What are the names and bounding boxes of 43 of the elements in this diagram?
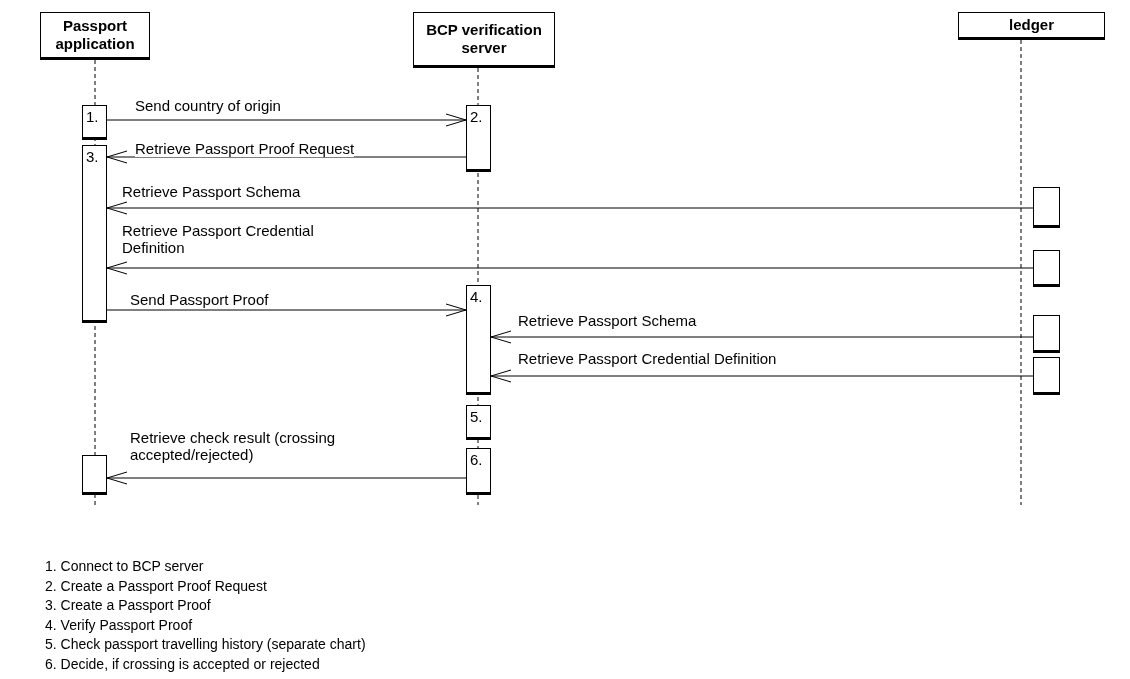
activation-box (1033, 250, 1060, 287)
footnote: 4. Verify Passport Proof (45, 616, 193, 633)
footnote: 1. Connect to BCP server (45, 558, 204, 574)
footnote: 5. Check passport travelling history (separate chart) (45, 636, 366, 652)
edge-label: Send country of origin (135, 97, 281, 114)
message-arrow (490, 369, 1034, 383)
activation-box (1033, 315, 1060, 353)
step-number: 2. (470, 108, 483, 125)
activation-box (466, 105, 491, 172)
step-number: 4. (470, 288, 483, 305)
participant-name: ledger (1009, 16, 1054, 34)
message-arrow (490, 330, 1034, 344)
step-number: 1. (86, 108, 99, 125)
edge-label: Send Passport Proof (130, 291, 269, 308)
participant-name: Passport application (54, 17, 136, 53)
edge-label: Retrieve Passport Schema (518, 312, 697, 329)
participant-box (413, 12, 555, 68)
message-arrow (106, 113, 467, 127)
step-number: 3. (86, 148, 99, 165)
footnote: 2. Create a Passport Proof Request (45, 577, 267, 594)
participant-box (40, 12, 150, 60)
activation-box (82, 145, 107, 323)
message-arrow (106, 201, 1034, 215)
step-number: 6. (470, 451, 483, 468)
edge-label: Retrieve Passport Proof Request (135, 140, 355, 157)
activation-box (1033, 357, 1060, 395)
participant-box (958, 12, 1105, 40)
message-arrow (106, 150, 467, 164)
activation-box (82, 455, 107, 495)
message-arrow (106, 303, 467, 317)
message-arrow (106, 261, 1034, 275)
step-number: 5. (470, 408, 483, 425)
footnote: 6. Decide, if crossing is accepted or rejected (45, 655, 320, 672)
edge-label: Retrieve Passport Credential Definition (518, 350, 777, 367)
participant-name: BCP verification server (425, 21, 543, 57)
message-arrow (106, 471, 467, 485)
activation-box (466, 285, 491, 395)
footnote: 3. Create a Passport Proof (45, 597, 211, 613)
edge-label: Retrieve Passport Schema (122, 183, 301, 200)
activation-box (1033, 187, 1060, 228)
activation-box (82, 105, 107, 140)
activation-box (466, 448, 491, 495)
activation-box (466, 405, 491, 440)
